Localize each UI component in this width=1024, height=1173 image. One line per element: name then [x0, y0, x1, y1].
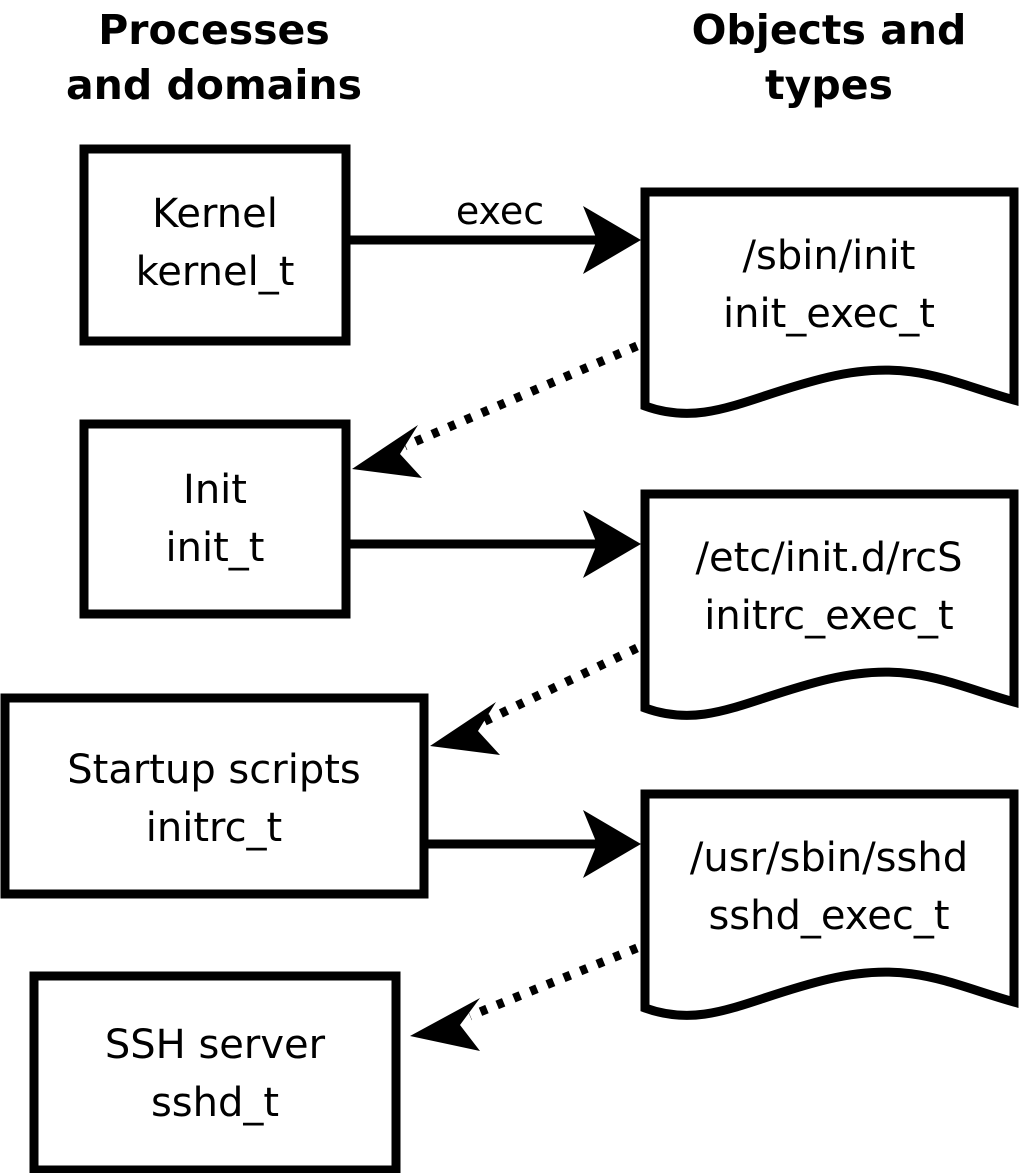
node-domain-init-name: Init: [183, 467, 247, 513]
column-header-processes-line1: Processes: [98, 6, 330, 54]
node-object-init-exec-type: init_exec_t: [723, 291, 935, 337]
edge-label-exec: exec: [456, 189, 544, 233]
arrow-head-icon: [352, 425, 422, 478]
node-domain-sshd-type: sshd_t: [151, 1080, 279, 1126]
document-shape-icon: [640, 489, 1019, 720]
node-domain-sshd[interactable]: SSH server sshd_t: [29, 971, 401, 1173]
node-domain-kernel-type: kernel_t: [136, 249, 295, 295]
node-domain-sshd-name: SSH server: [105, 1022, 326, 1068]
node-object-init-exec-path: /sbin/init: [743, 233, 916, 279]
node-object-initrc-exec[interactable]: /etc/init.d/rcS initrc_exec_t: [640, 489, 1019, 720]
node-object-sshd-exec-path: /usr/sbin/sshd: [690, 835, 968, 881]
node-box: [79, 419, 351, 619]
node-box: [29, 971, 401, 1173]
edge-line: [403, 341, 639, 451]
edge-initrc-exec-transition-initrc: [430, 643, 639, 755]
edge-line: [468, 943, 639, 1021]
arrow-head-icon: [430, 702, 500, 755]
document-shape-icon: [640, 789, 1019, 1020]
column-header-objects-line2: types: [765, 61, 893, 109]
document-shape-icon: [640, 187, 1019, 418]
column-header-processes: Processes and domains: [66, 6, 362, 109]
arrow-head-icon: [410, 998, 480, 1051]
edge-sshd-exec-transition-sshd: [410, 943, 639, 1051]
column-header-objects-line1: Objects and: [692, 6, 967, 54]
node-object-sshd-exec-type: sshd_exec_t: [708, 893, 949, 939]
node-box: [79, 144, 351, 346]
edge-init-exec-initrc-exec: [350, 510, 641, 578]
node-object-init-exec[interactable]: /sbin/init init_exec_t: [640, 187, 1019, 418]
node-domain-initrc-type: initrc_t: [146, 805, 283, 851]
node-domain-initrc[interactable]: Startup scripts initrc_t: [0, 693, 429, 899]
column-header-processes-line2: and domains: [66, 61, 362, 109]
node-domain-init-type: init_t: [166, 525, 265, 571]
node-domain-kernel-name: Kernel: [152, 191, 278, 237]
column-header-objects: Objects and types: [692, 6, 967, 109]
edge-kernel-exec-init-exec: exec: [350, 189, 641, 274]
node-object-initrc-exec-path: /etc/init.d/rcS: [695, 535, 962, 581]
edge-line: [481, 643, 639, 727]
arrow-head-icon: [583, 206, 641, 274]
arrow-head-icon: [583, 810, 641, 878]
arrow-head-icon: [583, 510, 641, 578]
node-object-initrc-exec-type: initrc_exec_t: [704, 593, 953, 639]
node-domain-init[interactable]: Init init_t: [79, 419, 351, 619]
node-domain-kernel[interactable]: Kernel kernel_t: [79, 144, 351, 346]
node-object-sshd-exec[interactable]: /usr/sbin/sshd sshd_exec_t: [640, 789, 1019, 1020]
node-domain-initrc-name: Startup scripts: [67, 747, 360, 793]
edge-init-exec-transition-init: [352, 341, 639, 478]
edge-initrc-exec-sshd-exec: [428, 810, 641, 878]
node-box: [0, 693, 429, 899]
